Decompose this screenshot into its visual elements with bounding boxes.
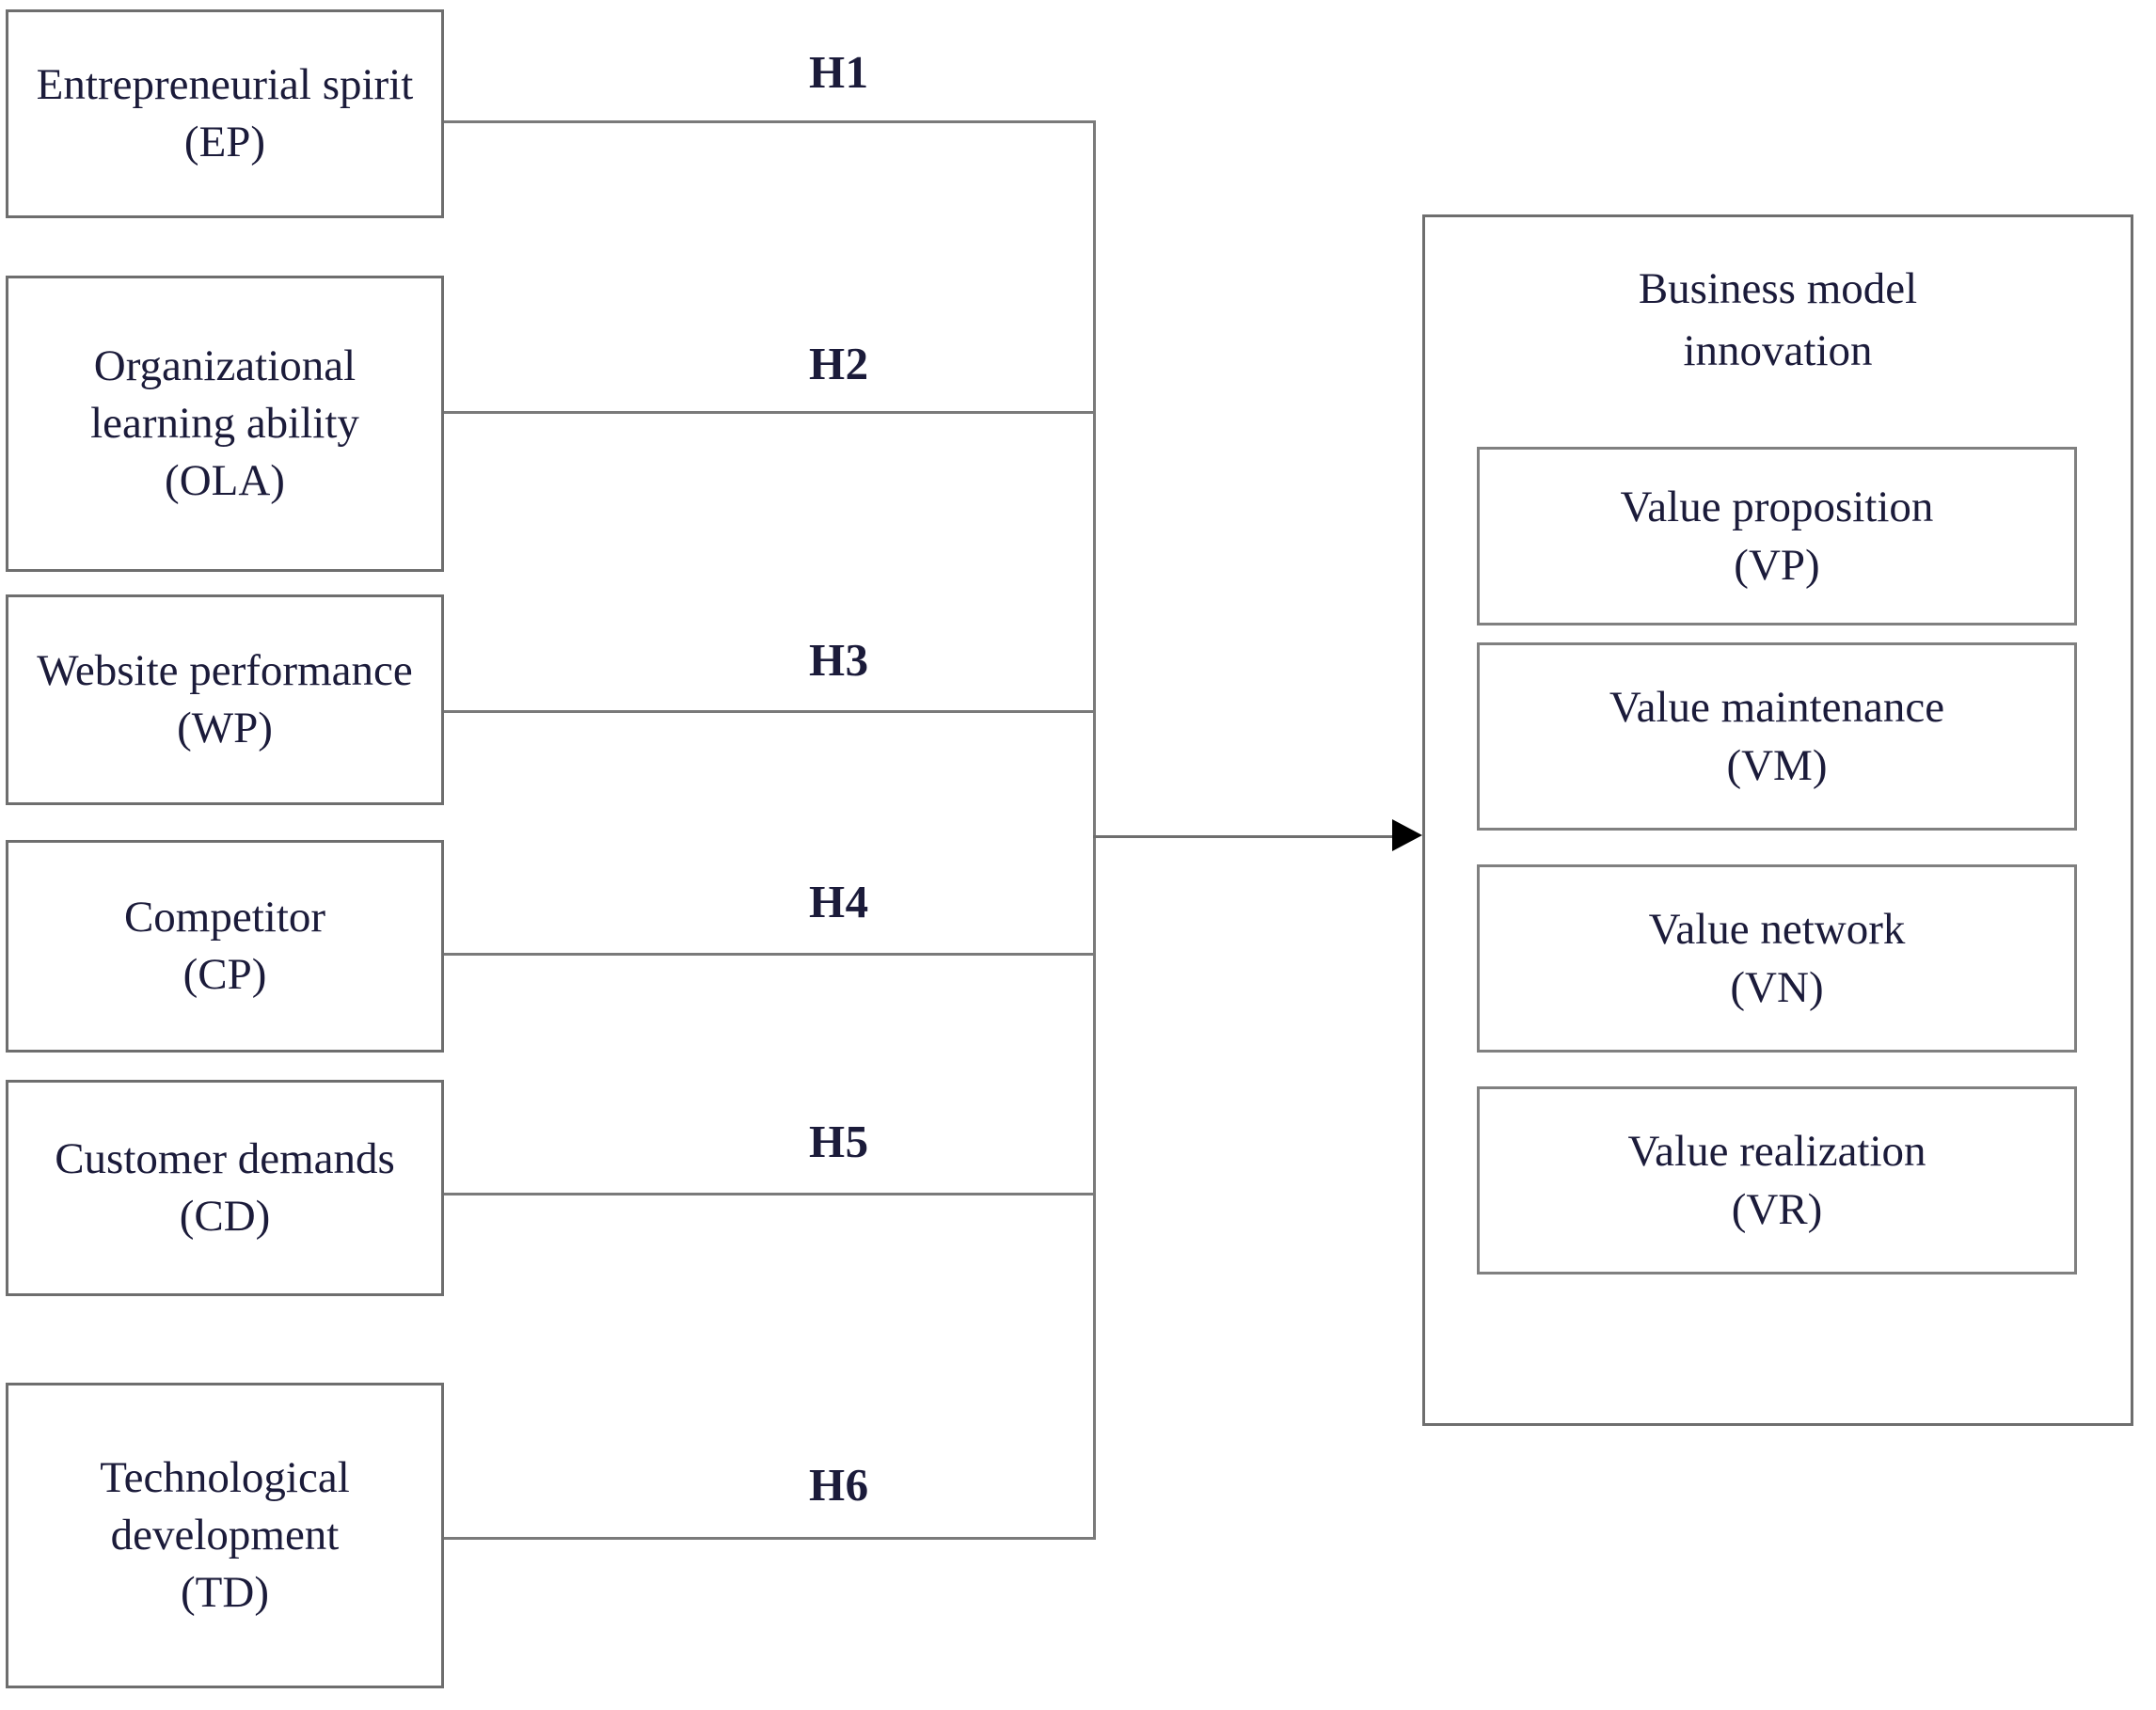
vertical-bus-line (1093, 120, 1096, 1540)
dimension-box-vr[interactable]: Value realization (VR) (1477, 1086, 2077, 1275)
hypothesis-label-h5: H5 (809, 1116, 869, 1167)
connector-line-h2 (444, 411, 1095, 414)
dimension-box-vm[interactable]: Value maintenance (VM) (1477, 642, 2077, 831)
dimension-box-vn[interactable]: Value network (VN) (1477, 864, 2077, 1053)
dimension-vr-line2: (VR) (1731, 1185, 1823, 1234)
arrow-head-icon (1392, 819, 1422, 851)
antecedent-td-line1: Technological (100, 1452, 350, 1502)
dimension-vn-line1: Value network (1648, 904, 1906, 954)
dimension-vm-line2: (VM) (1726, 741, 1828, 790)
antecedent-box-td[interactable]: Technological development (TD) (6, 1383, 444, 1688)
antecedent-wp-line1: Website performance (37, 645, 413, 695)
connector-line-h3 (444, 710, 1095, 713)
antecedent-cd-line2: (CD) (179, 1192, 271, 1241)
antecedent-td-line3: (TD) (181, 1568, 269, 1618)
antecedent-box-ep[interactable]: Entrepreneurial spirit (EP) (6, 9, 444, 218)
antecedent-td-line2: development (110, 1510, 340, 1560)
arrow-shaft (1093, 835, 1396, 838)
antecedent-box-cp[interactable]: Competitor (CP) (6, 840, 444, 1053)
antecedent-cd-line1: Customer demands (55, 1133, 395, 1183)
outcome-title-line2: innovation (1683, 325, 1873, 375)
antecedent-ola-line1: Organizational (93, 340, 357, 390)
dimension-box-vp[interactable]: Value proposition (VP) (1477, 447, 2077, 625)
antecedent-ola-line2: learning ability (90, 398, 359, 448)
hypothesis-label-h6: H6 (809, 1459, 869, 1511)
antecedent-ep-line1: Entrepreneurial spirit (36, 59, 414, 109)
outcome-panel-business-model-innovation[interactable]: Business model innovation Value proposit… (1422, 214, 2133, 1426)
hypothesis-label-h1: H1 (809, 46, 869, 98)
antecedent-cp-line2: (CP) (182, 950, 267, 999)
antecedent-box-cd[interactable]: Customer demands (CD) (6, 1080, 444, 1296)
connector-line-h5 (444, 1193, 1095, 1195)
dimension-vr-line1: Value realization (1627, 1126, 1926, 1176)
antecedent-wp-line2: (WP) (177, 704, 273, 752)
hypothesis-label-h3: H3 (809, 634, 869, 686)
dimension-vm-line1: Value maintenance (1609, 682, 1945, 732)
connector-line-h1 (444, 120, 1095, 123)
connector-line-h6 (444, 1537, 1095, 1540)
dimension-vp-line2: (VP) (1734, 541, 1820, 590)
dimension-vp-line1: Value proposition (1620, 482, 1934, 531)
outcome-panel-title: Business model innovation (1425, 259, 2131, 383)
connector-line-h4 (444, 953, 1095, 956)
hypothesis-label-h2: H2 (809, 338, 869, 389)
antecedent-cp-line1: Competitor (123, 892, 326, 942)
outcome-title-line1: Business model (1638, 264, 1918, 313)
hypothesis-label-h4: H4 (809, 876, 869, 927)
antecedent-ep-line2: (EP) (183, 118, 266, 166)
antecedent-box-ola[interactable]: Organizational learning ability (OLA) (6, 276, 444, 572)
dimension-vn-line2: (VN) (1730, 963, 1824, 1012)
antecedent-box-wp[interactable]: Website performance (WP) (6, 594, 444, 805)
antecedent-ola-line3: (OLA) (165, 456, 285, 506)
